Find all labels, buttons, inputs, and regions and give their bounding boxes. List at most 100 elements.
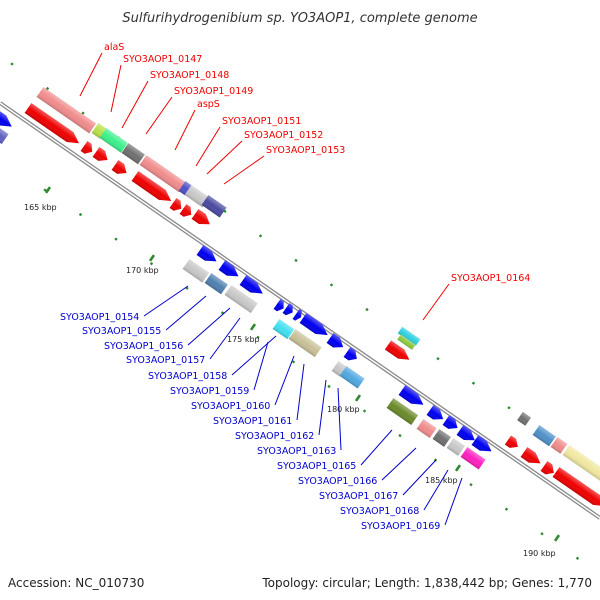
gene-label: SYO3AOP1_0169 (361, 521, 440, 532)
gene-feature-box (562, 445, 600, 483)
callout-line (121, 80, 149, 129)
callout-line (110, 64, 122, 113)
gene-label: SYO3AOP1_0155 (82, 326, 161, 337)
gene-arrow-blue (239, 275, 263, 294)
gene-label: SYO3AOP1_0163 (257, 446, 336, 457)
gene-callout-lines (79, 52, 463, 526)
gene-label: aspS (197, 99, 220, 110)
gene-feature-box (550, 437, 568, 454)
gene-label: SYO3AOP1_0153 (266, 145, 345, 156)
gene-feature-box (446, 438, 465, 456)
scale-dot (540, 532, 544, 536)
gene-labels-top: alaSSYO3AOP1_0147SYO3AOP1_0148SYO3AOP1_0… (104, 42, 530, 284)
gene-arrow-red (169, 198, 182, 211)
gene-label: SYO3AOP1_0156 (104, 341, 183, 352)
gene-arrow-red (540, 461, 554, 475)
gene-arrow-blue (426, 405, 444, 420)
gene-feature-box (91, 123, 107, 139)
gene-arrow-blue (398, 385, 424, 405)
gene-arrow-red (191, 209, 210, 225)
scale-tick-label: 190 kbp (523, 549, 556, 558)
scale-dot (258, 234, 263, 238)
callout-line (187, 307, 231, 346)
callout-line (274, 355, 295, 406)
callout-line (79, 52, 103, 97)
scale-dot (362, 409, 367, 413)
scale-tick (354, 394, 362, 402)
scale-dot (575, 556, 580, 560)
gene-arrow-red (111, 160, 127, 174)
scale-dot (365, 307, 369, 312)
scale-tick (454, 464, 462, 472)
gene-arrow-blue (282, 303, 293, 316)
gene-label: SYO3AOP1_0148 (150, 70, 229, 81)
scale-tick-label: 170 kbp (126, 266, 159, 275)
gene-arrow-blue (343, 347, 357, 361)
forward-strand-genes (0, 87, 227, 225)
scale-dot (329, 283, 334, 287)
gene-feature-box (178, 181, 192, 196)
scale-dot (398, 433, 402, 438)
scale-tick (44, 186, 52, 194)
callout-line (422, 283, 450, 321)
gene-label: SYO3AOP1_0164 (451, 273, 530, 284)
gene-arrow-red (504, 435, 518, 448)
gene-feature-box (224, 285, 258, 314)
scale-tick-label: 175 kbp (227, 335, 260, 344)
gene-feature-box (139, 155, 186, 193)
gene-label: SYO3AOP1_0152 (244, 130, 323, 141)
scale-tick-label: 165 kbp (24, 203, 57, 212)
callout-line (444, 477, 463, 526)
gene-arrow-red (24, 103, 79, 144)
gene-arrow-red (384, 340, 410, 360)
gene-arrow-blue (456, 425, 475, 441)
gene-label: SYO3AOP1_0159 (170, 386, 249, 397)
gene-feature-box (201, 195, 227, 218)
gene-label: SYO3AOP1_0166 (298, 476, 377, 487)
gene-arrow-red (552, 467, 600, 507)
map-title: Sulfurihydrogenibium sp. YO3AOP1, comple… (122, 11, 477, 26)
callout-line (318, 379, 327, 436)
gene-label: alaS (104, 42, 124, 53)
gene-label: SYO3AOP1_0147 (123, 54, 202, 65)
callout-line (402, 459, 437, 496)
scale-dot (436, 356, 440, 361)
gene-arrow-blue (292, 309, 302, 321)
gene-arrow-red (80, 141, 93, 154)
gene-arrow-blue (218, 260, 239, 277)
gene-arrow-blue (273, 299, 284, 312)
callout-line (223, 155, 265, 185)
gene-arrow-blue (196, 245, 217, 262)
scale-dot (294, 258, 298, 263)
gene-arrow-blue (471, 435, 492, 452)
gene-label: SYO3AOP1_0168 (340, 506, 419, 517)
scale-dot (10, 62, 14, 66)
reverse-strand-genes (182, 245, 600, 507)
callout-line (165, 295, 207, 331)
gene-label: SYO3AOP1_0151 (222, 116, 301, 127)
gene-feature-box (397, 334, 416, 350)
callout-line (360, 429, 393, 466)
gene-feature-box (460, 447, 486, 470)
scale-dot (504, 507, 509, 511)
callout-line (145, 96, 173, 135)
scale-tick (553, 534, 561, 542)
gene-feature-box (416, 419, 437, 439)
scale-dot (291, 360, 296, 364)
genome-summary-label: Topology: circular; Length: 1,838,442 bp… (261, 576, 592, 590)
gene-feature-box (386, 398, 419, 426)
callout-line (296, 363, 305, 421)
callout-line (423, 469, 449, 511)
gene-feature-box (532, 425, 556, 447)
scale-dot (256, 335, 260, 339)
callout-line (381, 447, 417, 481)
callout-line (337, 387, 342, 451)
scale-dot (43, 188, 47, 192)
gene-feature-box (0, 125, 9, 145)
gene-feature-box (182, 259, 210, 283)
scale-tick-label: 180 kbp (327, 405, 360, 414)
gene-arrow-blue (0, 108, 12, 127)
callout-line (206, 140, 243, 175)
